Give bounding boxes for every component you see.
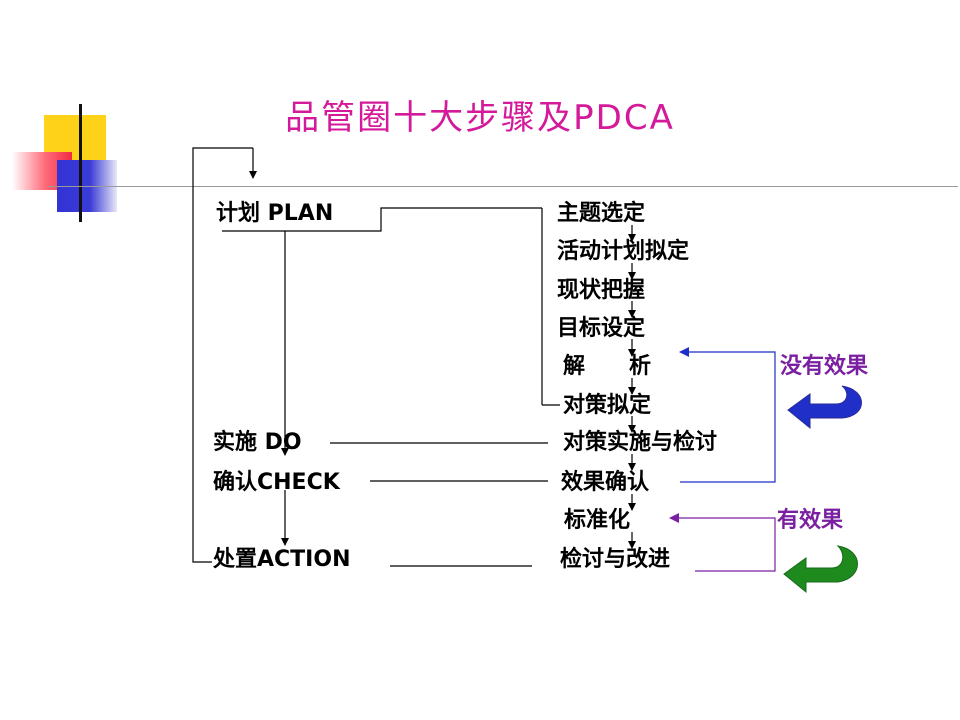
outer-loop-line xyxy=(192,147,257,563)
step-4-label: 目标设定 xyxy=(557,316,646,341)
step-10-label: 检讨与改进 xyxy=(560,547,671,572)
step-1-label: 主题选定 xyxy=(557,201,646,226)
phase-plan-label: 计划 PLAN xyxy=(216,201,334,226)
decor-vertical-line xyxy=(79,104,82,222)
step-8-label: 效果确认 xyxy=(561,470,650,495)
effective-feedback-line xyxy=(669,513,776,572)
plan-steps-bracket xyxy=(541,208,560,406)
phase-step-links xyxy=(330,442,548,567)
step-3-label: 现状把握 xyxy=(557,278,646,303)
decor-horizontal-rule xyxy=(48,186,958,187)
curved-arrow-left-icon xyxy=(783,545,858,594)
page-title: 品管圈十大步骤及PDCA xyxy=(285,98,675,138)
step-7-label: 对策实施与检讨 xyxy=(563,430,718,455)
no-effect-feedback-line xyxy=(679,347,776,483)
curved-arrow-left-icon xyxy=(787,385,862,430)
phase-check-label: 确认CHECK xyxy=(213,470,340,495)
step-6-label: 对策拟定 xyxy=(563,393,652,418)
phase-action-label: 处置ACTION xyxy=(213,547,351,572)
effective-label: 有效果 xyxy=(777,508,844,533)
step-2-label: 活动计划拟定 xyxy=(557,239,690,264)
step-5-label: 解 析 xyxy=(563,354,652,379)
phase-do-label: 实施 DO xyxy=(213,430,302,455)
plan-connector xyxy=(222,207,542,232)
step-9-label: 标准化 xyxy=(564,508,631,533)
no-effect-label: 没有效果 xyxy=(780,354,869,379)
